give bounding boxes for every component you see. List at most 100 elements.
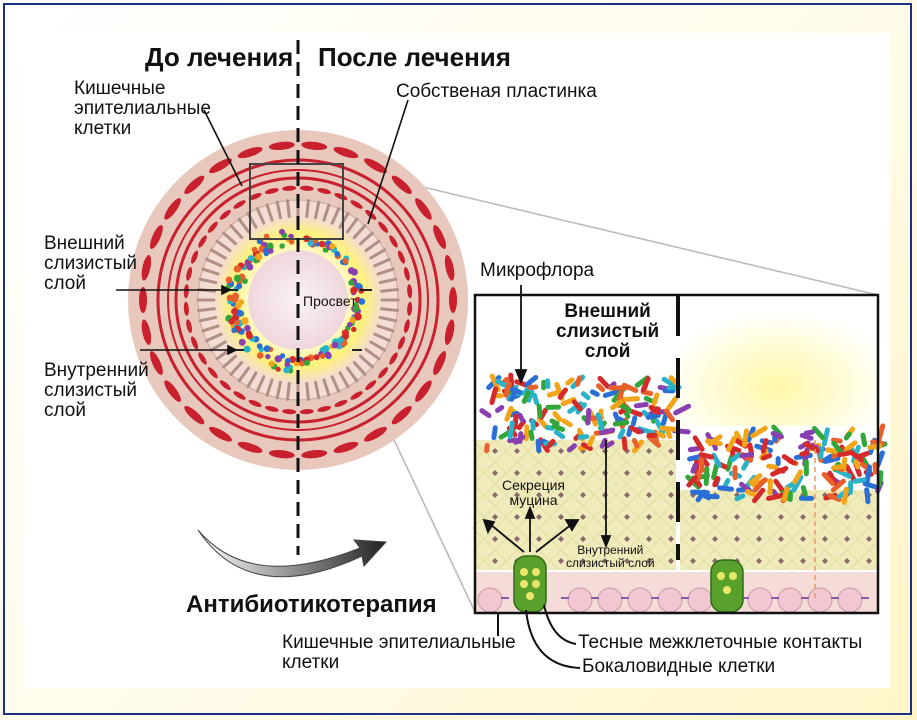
bacterium: [228, 318, 235, 325]
muscle-fiber: [184, 175, 205, 195]
muscle-fiber: [248, 399, 262, 408]
bacterium: [566, 443, 577, 453]
villus: [237, 366, 251, 383]
bacterium: [741, 428, 750, 448]
muscle-fiber: [207, 367, 218, 379]
muscle-fiber: [333, 441, 359, 453]
bacterium: [278, 228, 286, 235]
label-microflora: Микрофлора: [480, 260, 595, 281]
muscle-fiber: [403, 267, 410, 281]
villus: [352, 360, 367, 376]
bacterium: [298, 360, 305, 367]
bacterium: [233, 275, 241, 283]
bacterium: [648, 404, 661, 415]
bacterium: [507, 420, 515, 440]
bacterium: [288, 239, 295, 245]
villus: [364, 239, 381, 253]
bacterium: [666, 395, 679, 411]
villi: [196, 198, 400, 402]
bacterium: [775, 456, 781, 467]
bacterium: [236, 283, 243, 290]
bacterium: [803, 429, 815, 436]
villus: [229, 224, 244, 240]
villus: [345, 217, 359, 234]
bacterium: [766, 492, 786, 501]
bacterium: [585, 407, 592, 426]
villus: [286, 382, 291, 401]
title-after: После лечения: [318, 42, 511, 72]
villus: [330, 375, 341, 393]
epithelial-cell: [777, 587, 803, 613]
bacterium: [787, 491, 793, 502]
bacterium: [251, 246, 258, 253]
bacterium: [267, 248, 274, 254]
bacterium: [658, 425, 679, 432]
bacterium: [581, 442, 593, 451]
muscle-fiber: [248, 192, 262, 201]
bottom-pointers: [497, 604, 581, 669]
bacterium: [752, 477, 768, 493]
microflora-left: [479, 372, 692, 454]
muscle-fiber: [209, 158, 232, 174]
muscle-fiber: [268, 141, 295, 151]
bacterium: [799, 432, 814, 441]
villus: [313, 380, 321, 400]
label-goblet-cells: Бокаловидные клетки: [582, 656, 776, 677]
goblet-cell-left: [513, 555, 547, 613]
bacterium: [574, 375, 582, 387]
bacterium: [602, 388, 622, 398]
bacterium: [837, 450, 853, 458]
muscle-fiber: [317, 405, 331, 412]
bacterium: [589, 389, 600, 397]
bacterium: [535, 438, 542, 454]
bacterium: [750, 425, 768, 439]
bacterium: [256, 343, 263, 350]
bacterium: [655, 431, 666, 439]
villus: [378, 277, 398, 285]
bacterium: [717, 485, 735, 492]
muscle-fiber: [350, 200, 363, 209]
bacterium: [349, 317, 356, 324]
bacterium: [803, 459, 809, 477]
bacterium: [781, 486, 790, 502]
muscle-fiber: [449, 287, 457, 313]
villus: [376, 267, 395, 276]
muscle-fiber: [364, 158, 387, 174]
villus: [364, 347, 381, 361]
epithelial-cell: [627, 587, 653, 613]
bacterium: [318, 240, 326, 248]
bacterium: [322, 344, 330, 353]
bacterium: [767, 478, 773, 496]
muscle-fiber: [265, 405, 279, 412]
bacterium: [347, 321, 353, 328]
villus: [358, 231, 374, 246]
villus: [369, 248, 387, 260]
bacterium: [517, 412, 526, 423]
bacterium: [621, 382, 639, 394]
bacterium: [263, 251, 269, 257]
bacterium: [792, 469, 803, 485]
muscle-fiber: [301, 141, 328, 151]
intestine-cross-section: [128, 130, 468, 470]
epithelial-cell: [807, 587, 833, 613]
bacterium: [766, 463, 778, 470]
bacterium: [552, 411, 563, 422]
muscle-fiber: [333, 147, 359, 159]
bacterium: [234, 320, 240, 326]
epithelial-cells: [477, 587, 869, 613]
bacterium: [690, 462, 698, 474]
villus: [209, 248, 227, 260]
bacterium: [246, 263, 254, 271]
muscle-fiber: [233, 200, 246, 209]
bacterium: [243, 345, 251, 353]
bacterium: [244, 324, 251, 332]
bacterium: [341, 329, 349, 337]
muscle-fiber: [209, 426, 232, 442]
bacterium: [350, 286, 358, 294]
bacterium: [859, 461, 869, 470]
villus: [205, 332, 223, 343]
villus: [380, 307, 399, 312]
villus: [229, 360, 244, 376]
bacterium: [824, 447, 839, 454]
bacterium: [231, 292, 240, 300]
